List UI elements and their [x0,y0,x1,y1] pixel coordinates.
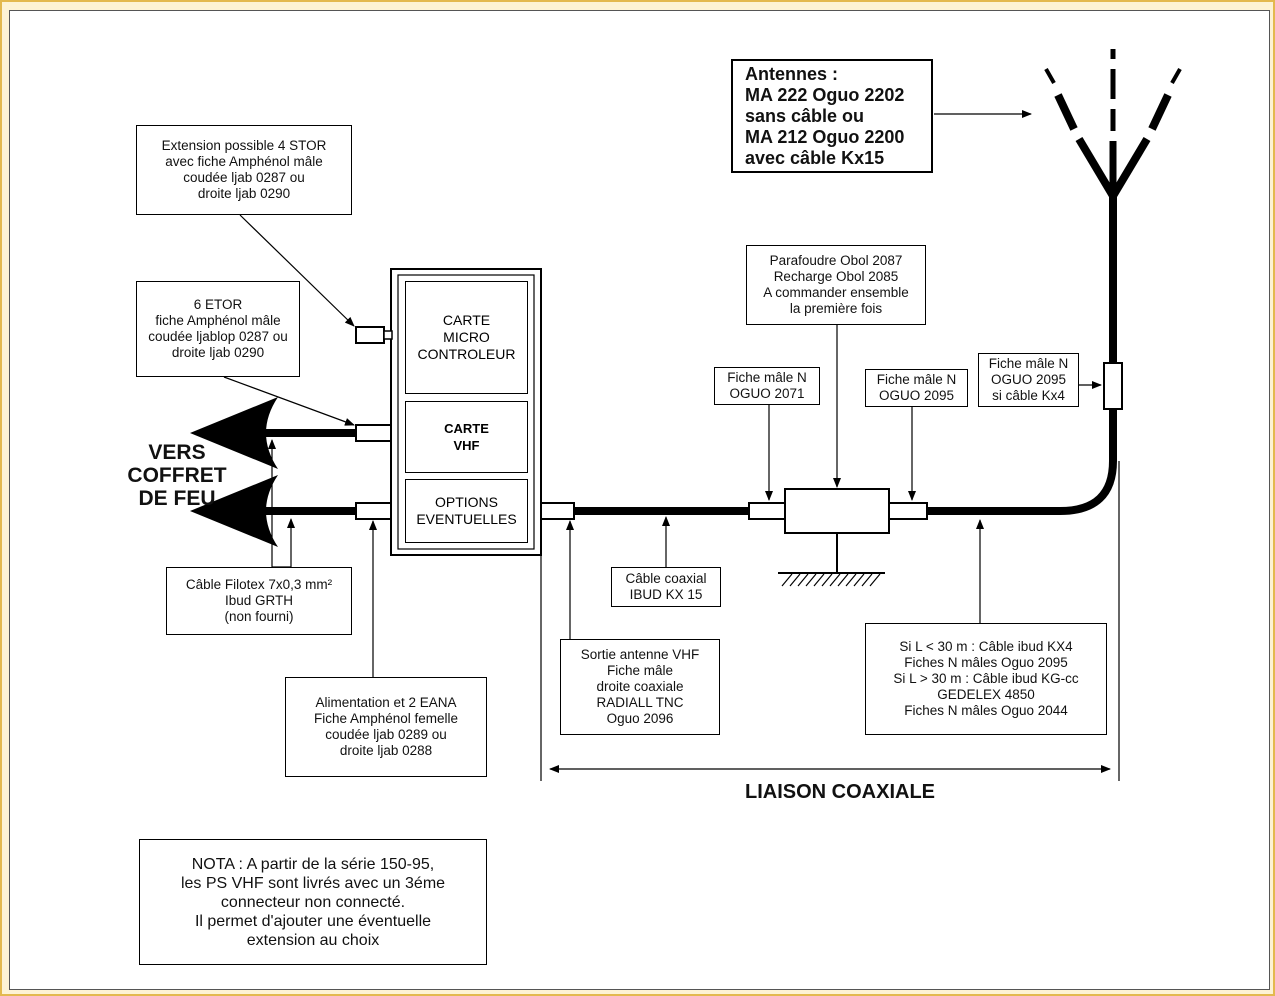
micro-controller-card: CARTE MICRO CONTROLEUR [405,281,528,394]
coaxial-cable-box: Câble coaxial IBUD KX 15 [611,567,721,607]
cable-choice-box: Si L < 30 m : Câble ibud KX4 Fiches N mâ… [865,623,1107,735]
arrow-to-fire-box-2 [190,475,278,547]
lightning-arrester [784,488,890,534]
filotex-cable-box: Câble Filotex 7x0,3 mm² Ibud GRTH (non f… [166,567,352,635]
antenna-symbol [1044,49,1182,199]
fiche-2071-box: Fiche mâle N OGUO 2071 [714,367,820,405]
diagram-canvas: Antennes : MA 222 Oguo 2202 sans câble o… [9,10,1270,990]
leader-etor [223,376,355,426]
vhf-antenna-output-connector [540,502,575,520]
bend-cable [928,460,1117,515]
stor-connector [355,326,385,344]
antenna-connector [1103,362,1123,410]
arrow-to-fire-box-1 [190,397,278,469]
power-connector [355,502,392,520]
ground-symbol [778,533,885,587]
stor-extension-box: Extension possible 4 STOR avec fiche Amp… [136,125,352,215]
vers-coffret-de-feu-label: VERS COFFRET DE FEU [127,441,227,510]
antennas-box: Antennes : MA 222 Oguo 2202 sans câble o… [731,59,933,173]
sortie-antenne-box: Sortie antenne VHF Fiche mâle droite coa… [560,639,720,735]
vhf-card: CARTE VHF [405,401,528,473]
n-connector-2095 [888,502,928,520]
etor-connector [355,424,392,442]
liaison-dimension [540,461,1120,781]
nota-box: NOTA : A partir de la série 150-95, les … [139,839,487,965]
n-connector-2071 [748,502,786,520]
fiche-kx4-box: Fiche mâle N OGUO 2095 si câble Kx4 [978,353,1079,407]
fiche-2095-box: Fiche mâle N OGUO 2095 [865,369,968,407]
etor-box: 6 ETOR fiche Amphénol mâle coudée ljablo… [136,281,300,377]
leader-stor [239,214,355,327]
parafoudre-box: Parafoudre Obol 2087 Recharge Obol 2085 … [746,245,926,325]
options-card: OPTIONS EVENTUELLES [405,479,528,543]
liaison-coaxiale-label: LIAISON COAXIALE [744,781,935,803]
alimentation-box: Alimentation et 2 EANA Fiche Amphénol fe… [285,677,487,777]
